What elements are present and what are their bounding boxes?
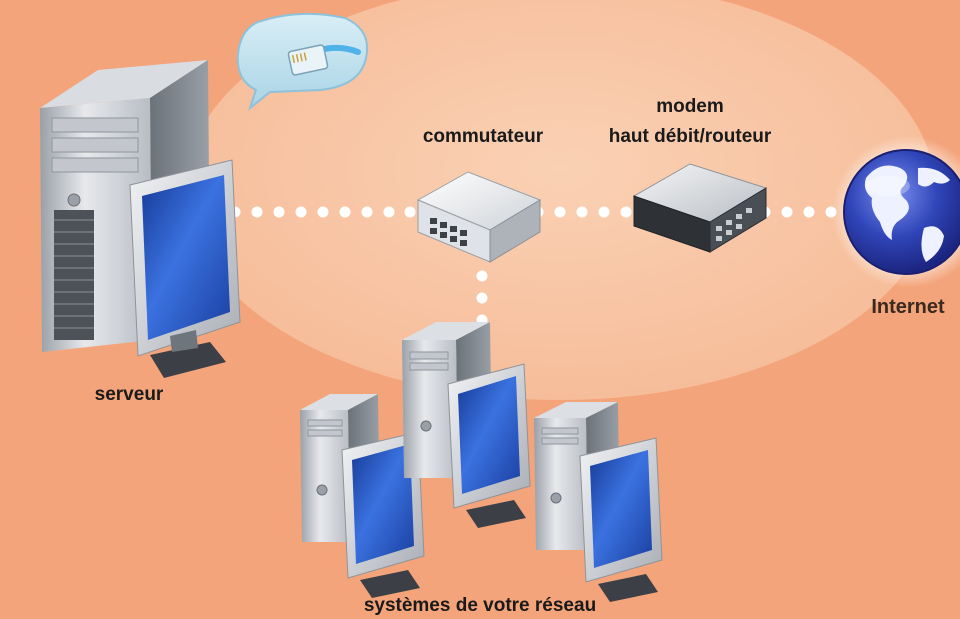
modem-label-line1: modem [656,96,724,117]
modem-label-line2: haut débit/routeur [608,126,772,147]
connection-server-switch [229,206,416,218]
network-systems-label: systèmes de votre réseau [363,595,597,616]
server-computer [40,60,241,378]
monitor-icon [129,159,241,378]
switch-label: commutateur [422,126,544,147]
ethernet-cable-icon [236,12,368,111]
globe-icon [832,136,960,288]
desktop-computer-icon [534,402,663,602]
desktop-computer-icon [402,322,531,528]
modem-router-icon [632,163,768,253]
internet-label: Internet [871,296,945,318]
connection-switch-clients [476,270,488,326]
network-bubble [185,0,935,400]
network-switch-icon [416,171,542,263]
server-label: serveur [94,384,164,405]
desktop-computer-icon [300,394,425,598]
